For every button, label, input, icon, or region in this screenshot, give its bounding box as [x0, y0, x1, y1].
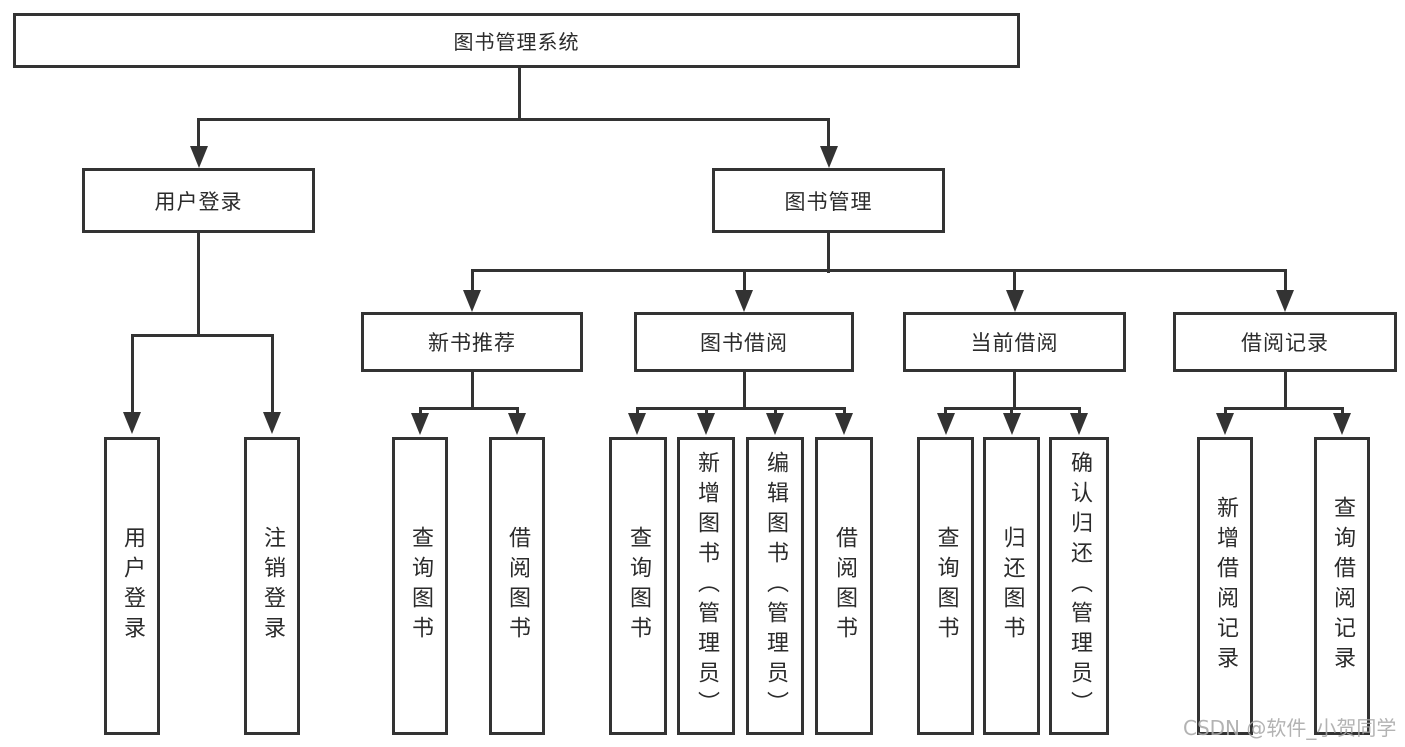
connector-line: [1223, 407, 1227, 415]
leaf-query-books-current: 查询图书: [917, 437, 974, 735]
arrow-down-icon: [1333, 413, 1351, 435]
node-book-management: 图书管理: [712, 168, 945, 233]
arrow-down-icon: [263, 412, 281, 434]
connector-line: [197, 118, 830, 121]
connector-line: [742, 269, 746, 291]
arrow-down-icon: [411, 413, 429, 435]
arrow-down-icon: [819, 146, 838, 168]
arrow-down-icon: [697, 413, 715, 435]
leaf-query-books-borrow: 查询图书: [609, 437, 667, 735]
arrow-down-icon: [936, 413, 955, 435]
connector-line: [742, 372, 746, 410]
leaf-user-login: 用户登录: [104, 437, 160, 735]
leaf-label: 用户登录: [120, 526, 145, 646]
connector-line: [197, 118, 200, 148]
arrow-down-icon: [1005, 290, 1024, 312]
leaf-return-books: 归还图书: [983, 437, 1040, 735]
connector-line: [1013, 372, 1016, 410]
connector-line: [470, 269, 1287, 272]
connector-line: [1283, 372, 1287, 410]
connector-line: [1340, 407, 1344, 415]
node-new-book-recommendation: 新书推荐: [361, 312, 583, 372]
arrow-down-icon: [735, 290, 753, 312]
connector-line: [270, 334, 274, 414]
leaf-edit-book-admin: 编辑图书（管理员）: [746, 437, 804, 735]
leaf-logout: 注销登录: [244, 437, 300, 735]
connector-line: [470, 269, 474, 291]
connector-line: [827, 233, 830, 273]
node-book-borrowing: 图书借阅: [634, 312, 854, 372]
arrow-down-icon: [1002, 413, 1021, 435]
leaf-label: 注销登录: [260, 526, 285, 646]
connector-line: [1013, 269, 1016, 291]
leaf-borrow-books: 借阅图书: [815, 437, 873, 735]
node-user-login: 用户登录: [82, 168, 315, 233]
leaf-label: 确认归还（管理员）: [1067, 451, 1092, 721]
connector-line: [635, 407, 639, 415]
arrow-down-icon: [123, 412, 141, 434]
connector-line: [518, 68, 521, 120]
connector-line: [197, 233, 200, 337]
leaf-label: 查询借阅记录: [1330, 496, 1355, 676]
connector-line: [842, 407, 846, 415]
arrow-down-icon: [1070, 413, 1088, 435]
arrow-down-icon: [189, 146, 208, 168]
connector-line: [944, 407, 947, 415]
leaf-borrow-books-recommend: 借阅图书: [489, 437, 545, 735]
arrow-down-icon: [1216, 413, 1234, 435]
leaf-label: 新增借阅记录: [1213, 496, 1238, 676]
arrow-down-icon: [766, 413, 784, 435]
arrow-down-icon: [1276, 290, 1294, 312]
leaf-label: 查询图书: [933, 526, 959, 646]
csdn-watermark: CSDN @软件_小贺同学: [1183, 716, 1397, 740]
leaf-label: 借阅图书: [832, 526, 857, 646]
connector-line: [773, 407, 777, 415]
leaf-add-borrow-record: 新增借阅记录: [1197, 437, 1253, 735]
leaf-confirm-return-admin: 确认归还（管理员）: [1049, 437, 1109, 735]
leaf-query-books-recommend: 查询图书: [392, 437, 448, 735]
connector-line: [130, 334, 134, 414]
connector-line: [704, 407, 708, 415]
leaf-query-borrow-record: 查询借阅记录: [1314, 437, 1370, 735]
leaf-label: 查询图书: [626, 526, 651, 646]
connector-line: [515, 407, 519, 415]
connector-line: [1010, 407, 1013, 415]
node-current-borrowing: 当前借阅: [903, 312, 1126, 372]
arrow-down-icon: [628, 413, 646, 435]
node-borrowing-records: 借阅记录: [1173, 312, 1397, 372]
connector-line: [418, 407, 519, 410]
leaf-label: 借阅图书: [505, 526, 530, 646]
connector-line: [635, 407, 846, 410]
connector-line: [827, 118, 830, 148]
node-library-management-system: 图书管理系统: [13, 13, 1020, 68]
connector-line: [130, 334, 274, 337]
connector-line: [1223, 407, 1344, 410]
arrow-down-icon: [508, 413, 526, 435]
connector-line: [418, 407, 422, 415]
arrow-down-icon: [835, 413, 853, 435]
leaf-label: 编辑图书（管理员）: [763, 451, 788, 721]
leaf-label: 查询图书: [408, 526, 433, 646]
connector-line: [1077, 407, 1081, 415]
leaf-label: 归还图书: [999, 526, 1025, 646]
leaf-add-book-admin: 新增图书（管理员）: [677, 437, 735, 735]
connector-line: [470, 372, 474, 410]
leaf-label: 新增图书（管理员）: [694, 451, 719, 721]
arrow-down-icon: [463, 290, 481, 312]
connector-line: [1283, 269, 1287, 291]
